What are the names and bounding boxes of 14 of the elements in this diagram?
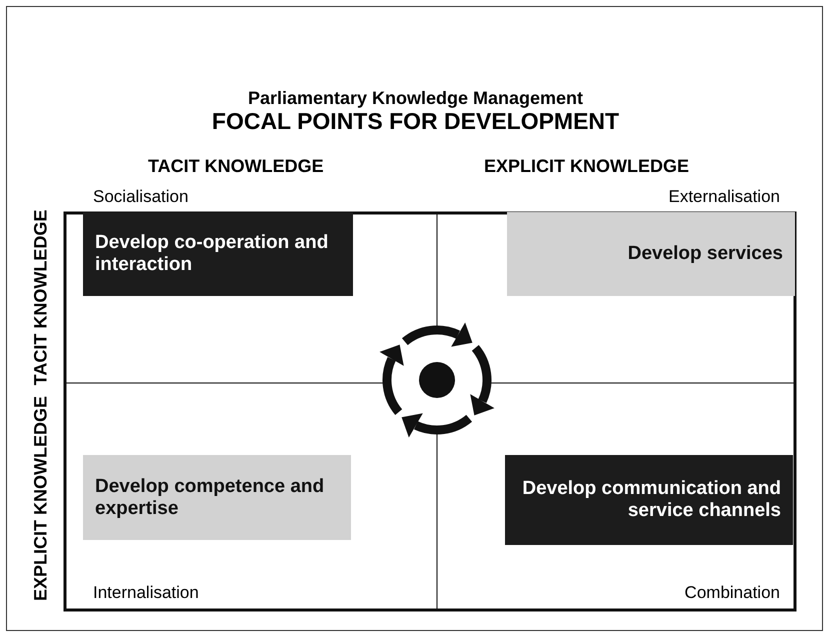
focus-box: Develop communication and service channels — [505, 455, 793, 545]
subtitle: FOCAL POINTS FOR DEVELOPMENT — [210, 108, 620, 135]
row-header: EXPLICIT KNOWLEDGE — [30, 395, 52, 604]
quadrant-label: Combination — [684, 583, 780, 603]
column-header: TACIT KNOWLEDGE — [148, 156, 324, 177]
quadrant-label: Externalisation — [668, 187, 780, 207]
column-header: EXPLICIT KNOWLEDGE — [484, 156, 690, 177]
title: Parliamentary Knowledge Management — [246, 88, 584, 109]
row-header: TACIT KNOWLEDGE — [30, 208, 52, 388]
focus-box: Develop competence and expertise — [83, 455, 351, 540]
focus-box: Develop co-operation and interaction — [83, 212, 353, 296]
quadrant-label: Internalisation — [93, 583, 199, 603]
quadrant-label: Socialisation — [93, 187, 188, 207]
focus-box: Develop services — [507, 212, 795, 296]
